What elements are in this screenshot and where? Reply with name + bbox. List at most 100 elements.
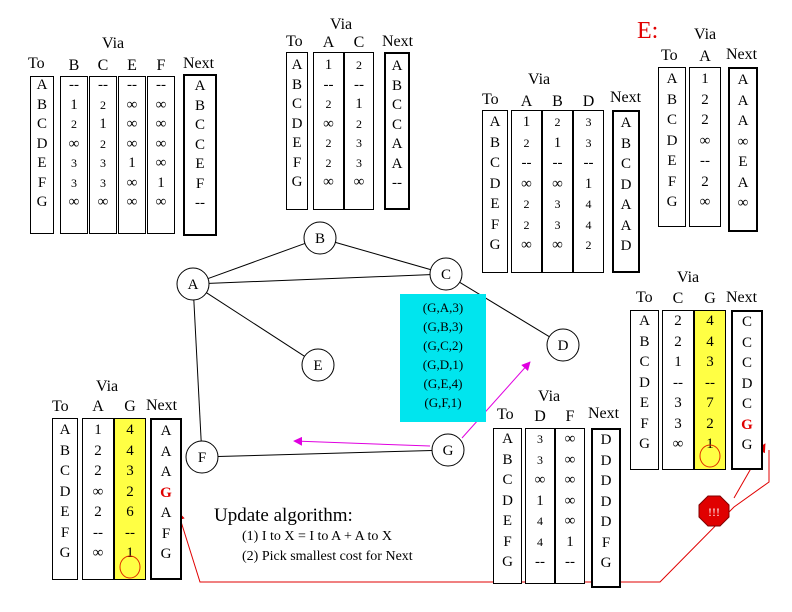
cost-cell: 1 [355,96,363,112]
next-label: Next [382,33,414,50]
cost-cell: ∞ [699,132,711,149]
node-c: C [429,257,463,291]
cost-cell: 4 [706,333,714,350]
next-hop-cell: D [600,452,612,469]
to-label: To [661,47,678,64]
node-label: F [198,450,206,466]
next-hop-cell: D [741,375,753,392]
node-g: G [431,433,465,467]
next-hop-cell: B [36,96,47,113]
message-line: (G,F,1) [424,395,462,410]
node-label: E [313,358,322,374]
cost-cell: ∞ [564,472,576,488]
via-header-a: A [92,398,104,415]
next-hop-cell: F [195,175,205,192]
change-link-to-f [176,450,770,583]
cost-cell: 2 [701,173,709,190]
next-hop-cell: F [37,174,47,191]
next-hop-cell: A [194,78,206,94]
cost-cell: 2 [94,504,102,520]
cost-cell: 1 [128,155,136,171]
next-label: Next [146,397,178,414]
cost-cell: 2 [325,136,332,150]
cost-cell: 4 [537,514,543,528]
to-label: To [497,406,514,423]
cost-cell: -- [69,77,79,93]
cost-cell: 1 [584,175,593,192]
cost-cell: 2 [94,463,102,479]
next-hop-cell: G [600,555,612,571]
next-hop-cell: F [640,415,649,432]
to-label: To [286,33,303,50]
cost-cell: 2 [585,238,592,252]
cost-cell: 1 [324,57,333,73]
cost-cell: 4 [585,197,592,211]
message-line: (G,A,3) [422,300,464,315]
cost-cell: 1 [536,492,544,509]
cost-cell: ∞ [126,174,138,191]
to-label: To [28,55,45,72]
next-hop-cell: F [601,534,611,551]
next-hop-cell: G [741,437,753,453]
via-column-f: --∞∞∞∞1∞ [147,76,175,234]
via-label: Via [538,388,561,405]
next-hop-cell: A [36,77,48,93]
cost-cell: 1 [701,71,709,87]
next-hop-cell: E [667,153,677,169]
cost-cell: ∞ [126,116,138,132]
cost-cell: ∞ [552,175,563,192]
next-hop-cell: A [502,431,513,447]
cost-cell: ∞ [126,135,138,152]
cost-cell: 2 [100,136,106,151]
cost-cell: 3 [674,415,682,432]
cost-cell: 3 [585,135,592,150]
cost-cell: 4 [126,442,134,459]
cost-cell: 3 [554,217,561,232]
cost-cell: -- [565,554,575,570]
cost-cell: ∞ [534,472,546,488]
to-label: To [52,398,69,415]
next-hop-cell: D [600,473,612,489]
cost-cell: ∞ [97,194,109,210]
to-label: To [636,289,653,306]
next-hop-cell: C [502,472,513,488]
cost-cell: -- [535,554,545,570]
next-hop-cell: B [194,97,205,114]
node-a: A [176,267,210,301]
next-hop-cell: D [59,483,71,500]
next-hop-cell: D [600,514,612,530]
next-hop-cell: A [737,113,749,129]
next-hop-cell: B [502,451,513,468]
cost-cell: 2 [523,217,530,232]
node-label: A [188,277,199,293]
next-hop-cell: C [194,117,205,133]
algorithm-step-1: (1) I to X = I to A + A to X [242,529,392,544]
cost-cell: -- [700,153,710,169]
via-column-f: ∞∞∞∞∞1-- [555,428,585,584]
cost-cell: 3 [554,197,561,211]
next-hop-cell: A [59,422,71,438]
cost-cell: ∞ [564,513,576,529]
via-header-a: A [520,93,533,110]
cost-cell: ∞ [564,451,576,468]
next-hop-cell: E [60,504,70,520]
via-header-a: A [699,48,711,65]
next-hop-cell: D [620,176,632,193]
cost-cell: -- [156,77,166,93]
message-line: (G,C,2) [423,338,463,353]
cost-cell: 2 [701,112,709,128]
cost-cell: 4 [706,313,714,329]
alert-stop-icon: !!! [698,495,730,527]
next-hop-cell: D [620,238,632,254]
next-hop-cell: E [502,513,513,529]
next-hop-cell: F [667,173,677,190]
cost-cell: ∞ [155,194,167,210]
next-hop-cell: F [490,216,500,233]
cost-cell: 2 [356,58,362,72]
next-hop-cell: B [59,442,70,459]
